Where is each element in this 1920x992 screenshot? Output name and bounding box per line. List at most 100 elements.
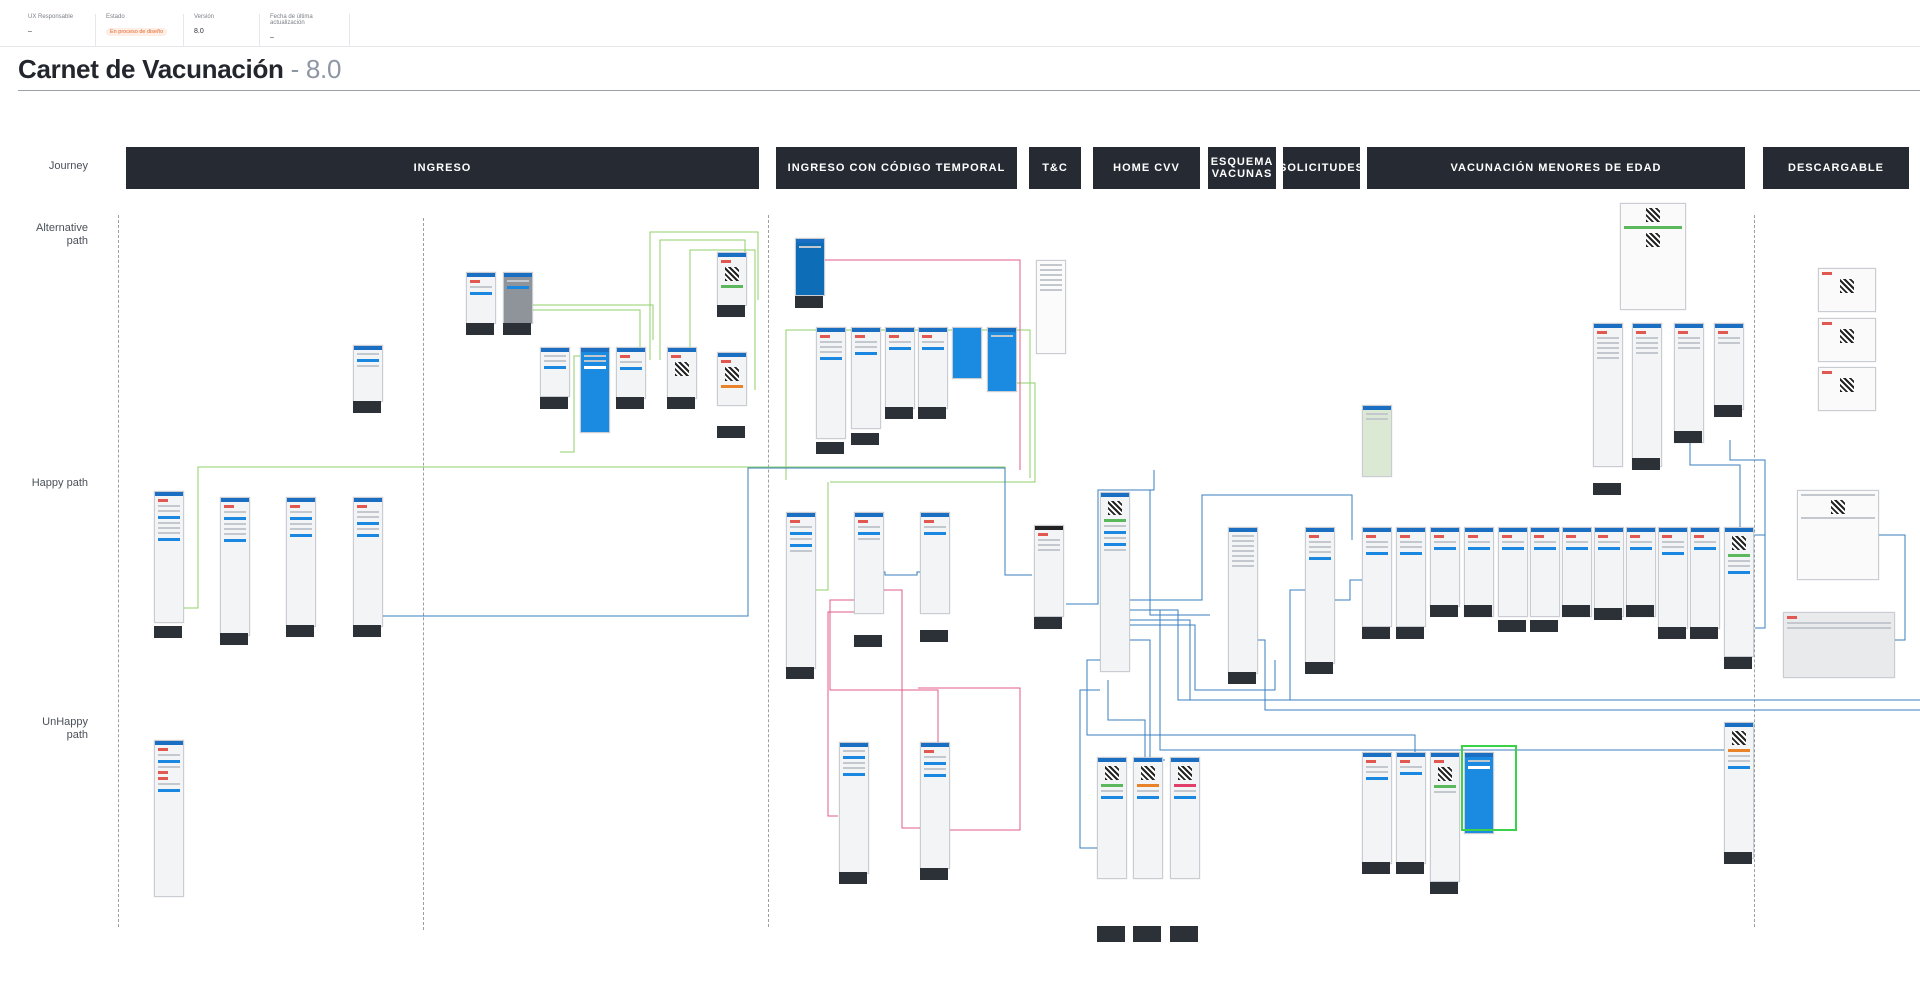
screen-thumbnail[interactable] <box>851 327 881 429</box>
screen-thumbnail[interactable] <box>816 327 846 439</box>
screen-note <box>851 433 879 445</box>
flow-line <box>1086 659 1416 760</box>
screen-thumbnail[interactable] <box>1097 757 1127 879</box>
journey-ingreso[interactable]: INGRESO <box>126 147 759 189</box>
screen-thumbnail[interactable] <box>1170 757 1200 879</box>
screen-thumbnail[interactable] <box>1818 318 1876 362</box>
screen-thumbnail[interactable] <box>154 491 184 623</box>
flow-line <box>1258 639 1920 711</box>
screen-thumbnail[interactable] <box>1626 527 1656 617</box>
journey-tyc[interactable]: T&C <box>1029 147 1081 189</box>
screen-thumbnail[interactable] <box>1036 260 1066 354</box>
screen-thumbnail[interactable] <box>1797 490 1879 580</box>
screen-note <box>466 323 494 335</box>
screen-thumbnail[interactable] <box>795 238 825 296</box>
screen-thumbnail[interactable] <box>1818 367 1876 411</box>
journey-descargable[interactable]: DESCARGABLE <box>1763 147 1909 189</box>
screen-note <box>920 868 948 880</box>
flow-line <box>830 382 1036 483</box>
screen-thumbnail[interactable] <box>1714 323 1744 410</box>
screen-thumbnail[interactable] <box>1783 612 1895 678</box>
screen-note <box>717 426 745 438</box>
journey-home-cvv[interactable]: HOME CVV <box>1093 147 1200 189</box>
journey-vacunacion-menores[interactable]: VACUNACIÓN MENORES DE EDAD <box>1367 147 1745 189</box>
screen-note <box>1714 405 1742 417</box>
screen-thumbnail[interactable] <box>353 345 383 402</box>
screen-thumbnail[interactable] <box>1430 527 1460 607</box>
screen-note <box>667 397 695 409</box>
screen-thumbnail[interactable] <box>1464 752 1494 834</box>
screen-thumbnail[interactable] <box>1305 527 1335 664</box>
screen-thumbnail[interactable] <box>839 742 869 874</box>
meta-status: Estado En proceso de diseño <box>96 14 184 46</box>
screen-note <box>717 305 745 317</box>
screen-thumbnail[interactable] <box>154 740 184 897</box>
screen-thumbnail[interactable] <box>1396 527 1426 627</box>
screen-thumbnail[interactable] <box>286 497 316 627</box>
screen-thumbnail[interactable] <box>1362 405 1392 477</box>
screen-thumbnail[interactable] <box>786 512 816 669</box>
screen-thumbnail[interactable] <box>353 497 383 627</box>
screen-note <box>1034 617 1062 629</box>
screen-thumbnail[interactable] <box>667 347 697 399</box>
screen-thumbnail[interactable] <box>1594 527 1624 617</box>
screen-thumbnail[interactable] <box>854 512 884 614</box>
screen-thumbnail[interactable] <box>1674 323 1704 443</box>
screen-thumbnail[interactable] <box>220 497 250 636</box>
screen-thumbnail[interactable] <box>1498 527 1528 617</box>
screen-thumbnail[interactable] <box>1620 203 1686 310</box>
screen-note <box>1228 672 1256 684</box>
screen-thumbnail[interactable] <box>1430 752 1460 882</box>
screen-thumbnail[interactable] <box>1690 527 1720 629</box>
screen-thumbnail[interactable] <box>580 347 610 433</box>
status-badge[interactable]: En proceso de diseño <box>106 28 168 36</box>
screen-thumbnail[interactable] <box>1562 527 1592 617</box>
screen-thumbnail[interactable] <box>987 327 1017 392</box>
screen-thumbnail[interactable] <box>1362 752 1392 864</box>
screen-thumbnail[interactable] <box>1034 525 1064 617</box>
screen-thumbnail[interactable] <box>540 347 570 397</box>
screen-thumbnail[interactable] <box>1530 527 1560 617</box>
screen-note <box>816 442 844 454</box>
journey-ingreso-codigo-temporal[interactable]: INGRESO CON CÓDIGO TEMPORAL <box>776 147 1017 189</box>
screen-thumbnail[interactable] <box>503 272 533 324</box>
screen-thumbnail[interactable] <box>1464 527 1494 617</box>
meta-version: Versión 8.0 <box>184 14 260 46</box>
screen-thumbnail[interactable] <box>1396 752 1426 864</box>
screen-thumbnail[interactable] <box>1593 323 1623 467</box>
screen-thumbnail[interactable] <box>920 742 950 869</box>
screen-note <box>154 626 182 638</box>
screen-note <box>1632 458 1660 470</box>
screen-thumbnail[interactable] <box>616 347 646 399</box>
screen-thumbnail[interactable] <box>1818 268 1876 312</box>
screen-thumbnail[interactable] <box>1724 527 1754 657</box>
journey-solicitudes[interactable]: SOLICITUDES <box>1279 147 1363 189</box>
screen-note <box>1430 605 1458 617</box>
screen-thumbnail[interactable] <box>1100 492 1130 672</box>
screen-thumbnail[interactable] <box>1632 323 1662 467</box>
screen-thumbnail[interactable] <box>885 327 915 409</box>
selection-highlight <box>1461 745 1517 831</box>
screen-thumbnail[interactable] <box>952 327 982 379</box>
screen-thumbnail[interactable] <box>1658 527 1688 629</box>
flow-line <box>649 231 759 360</box>
flow-line <box>1120 589 1305 701</box>
meta-updated: Fecha de última actualización – <box>260 14 350 46</box>
row-label-journey: Journey <box>48 160 88 172</box>
meta-owner-value: – <box>28 28 32 35</box>
screen-note <box>1724 657 1752 669</box>
screen-thumbnail[interactable] <box>717 252 747 306</box>
flow-line <box>1112 619 1920 701</box>
journey-esquema-vacunas[interactable]: ESQUEMA VACUNAS <box>1208 147 1276 189</box>
flow-line <box>822 259 1021 470</box>
screen-note <box>786 667 814 679</box>
screen-thumbnail[interactable] <box>920 512 950 614</box>
screen-thumbnail[interactable] <box>717 352 747 406</box>
screen-thumbnail[interactable] <box>1362 527 1392 627</box>
screen-thumbnail[interactable] <box>466 272 496 324</box>
screen-thumbnail[interactable] <box>1228 527 1258 674</box>
flow-line <box>533 309 641 360</box>
screen-thumbnail[interactable] <box>1724 722 1754 859</box>
screen-thumbnail[interactable] <box>918 327 948 409</box>
screen-thumbnail[interactable] <box>1133 757 1163 879</box>
